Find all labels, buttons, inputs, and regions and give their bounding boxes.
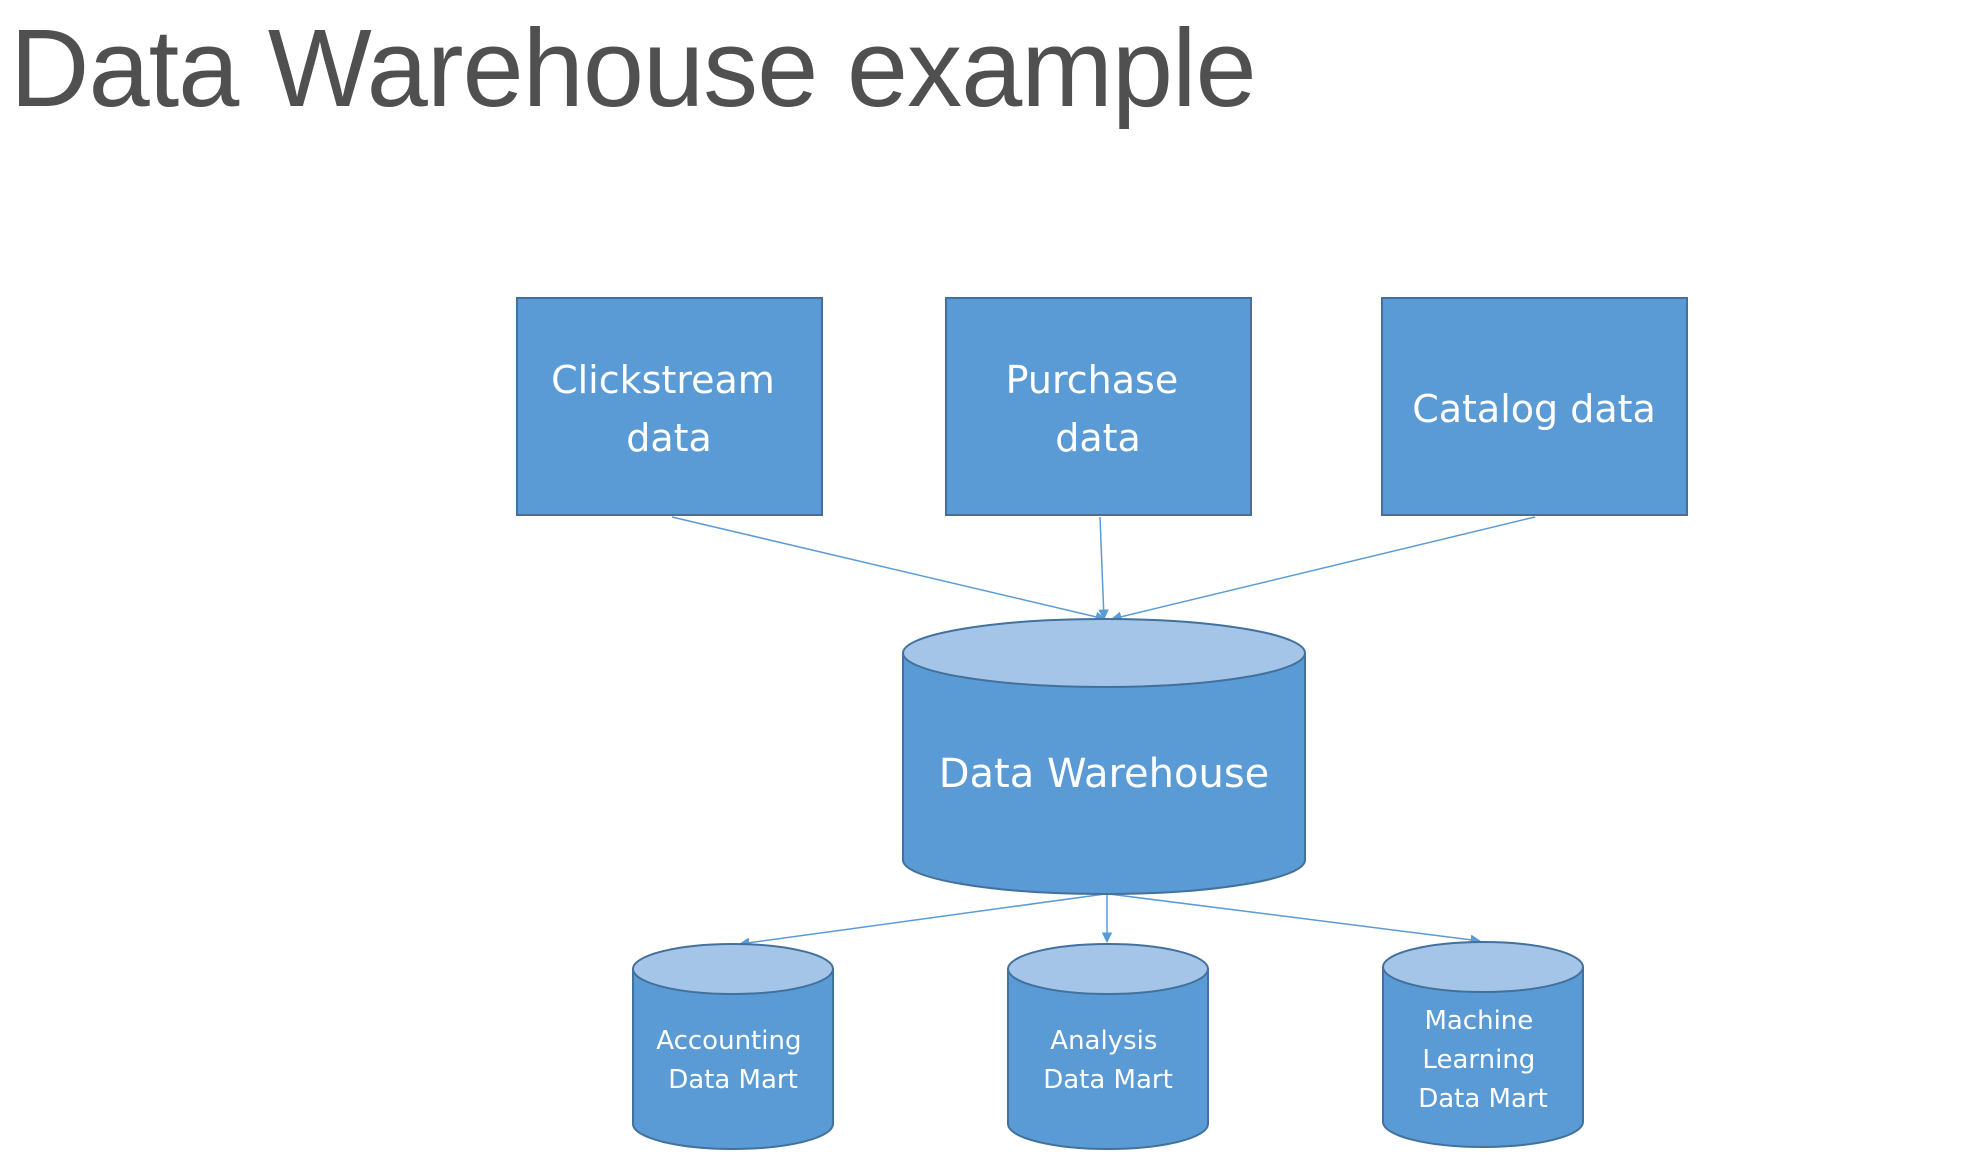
connector-purchase-to-warehouse: [1098, 516, 1109, 621]
warehouse-cylinder: Data Warehouse: [902, 618, 1306, 895]
svg-text:Machine Learning: Machine Learning Data Mart: [1418, 1006, 1548, 1114]
source-box-catalog: Catalog data: [1381, 297, 1688, 516]
svg-text:Purchase data: Purchase data: [1006, 358, 1191, 460]
source-box-purchase: Purchase data: [945, 297, 1252, 516]
mart-label-line: Learning: [1422, 1045, 1535, 1075]
mart-cylinder-machine-learning: Machine Learning Data Mart: [1382, 941, 1584, 1148]
mart-label-line: Accounting: [656, 1026, 801, 1056]
source-label-line: data: [1055, 416, 1141, 460]
svg-text:Accounting Data Mart: Accounting Data Mart: [656, 1026, 809, 1095]
source-label-line: Clickstream: [551, 358, 775, 402]
mart-label-line: Data Mart: [1043, 1065, 1173, 1095]
slide-title: Data Warehouse example: [10, 7, 1257, 130]
svg-text:Clickstream data: Clickstream data: [551, 358, 787, 460]
mart-label-line: Data Mart: [1418, 1084, 1548, 1114]
svg-text:Catalog data: Catalog data: [1412, 387, 1656, 431]
source-label-line: Purchase: [1006, 358, 1179, 402]
mart-label-line: Machine: [1424, 1006, 1533, 1036]
connector-catalog-to-warehouse: [1110, 516, 1536, 622]
source-label-line: data: [626, 416, 712, 460]
connector-clickstream-to-warehouse: [671, 516, 1107, 622]
connector-warehouse-to-ml: [1108, 893, 1482, 946]
source-box-clickstream: Clickstream data: [516, 297, 823, 516]
connector-warehouse-to-accounting: [738, 893, 1106, 948]
svg-text:Analysis Data Mart: Analysis Data Mart: [1043, 1026, 1173, 1095]
mart-label-line: Data Mart: [668, 1065, 798, 1095]
svg-text:Data Warehouse: Data Warehouse: [939, 751, 1270, 797]
mart-cylinder-accounting: Accounting Data Mart: [632, 943, 834, 1150]
mart-label-line: Analysis: [1050, 1026, 1157, 1056]
mart-cylinder-analysis: Analysis Data Mart: [1007, 943, 1209, 1150]
warehouse-label: Data Warehouse: [939, 751, 1270, 797]
source-label-line: Catalog data: [1412, 387, 1656, 431]
